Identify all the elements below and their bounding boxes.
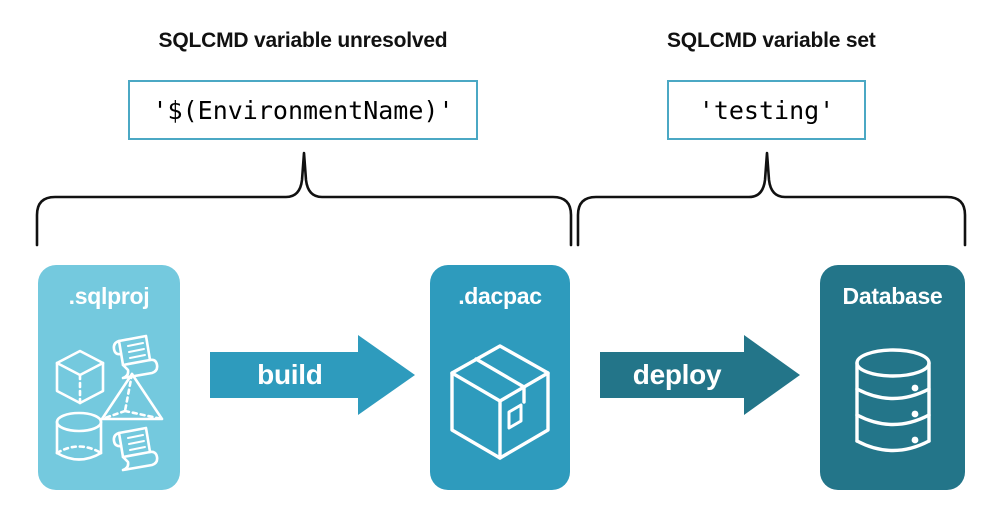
stage-box-sqlproj: .sqlproj: [38, 265, 180, 490]
annotation-heading-right: SQLCMD variable set: [667, 29, 876, 52]
database-cylinder-icon: [854, 348, 931, 453]
stage-box-dacpac: .dacpac: [430, 265, 570, 490]
arrow-deploy-shape: [600, 335, 800, 415]
sqlcmd-variable-unresolved-value: '$(EnvironmentName)': [152, 95, 454, 125]
sqlcmd-variable-unresolved-box: '$(EnvironmentName)': [128, 80, 478, 140]
package-box-icon: [450, 343, 550, 460]
sqlcmd-variable-set-value: 'testing': [698, 95, 835, 125]
brace-deploy-scope: [576, 151, 967, 247]
arrow-build: build: [210, 335, 415, 415]
stage-box-database: Database: [820, 265, 965, 490]
arrow-build-shape: [210, 335, 415, 415]
scroll-icon: [112, 334, 158, 380]
stage-label-database: Database: [842, 283, 943, 309]
pyramid-icon: [100, 372, 163, 421]
scroll-icon: [112, 426, 158, 472]
cylinder-icon: [55, 411, 102, 461]
stage-label-sqlproj: .sqlproj: [68, 283, 150, 309]
sqlcmd-variable-set-box: 'testing': [667, 80, 866, 140]
sqlproj-icon-group: [38, 317, 180, 487]
stage-label-dacpac: .dacpac: [458, 283, 542, 309]
arrow-deploy: deploy: [600, 335, 800, 415]
cube-icon: [55, 349, 104, 405]
brace-build-scope: [35, 151, 573, 247]
dacpac-icon-group: [430, 317, 570, 487]
database-icon-group: [820, 317, 965, 487]
arrow-deploy-label: deploy: [632, 359, 722, 390]
annotation-heading-left: SQLCMD variable unresolved: [158, 29, 448, 52]
arrow-build-label: build: [257, 359, 323, 390]
